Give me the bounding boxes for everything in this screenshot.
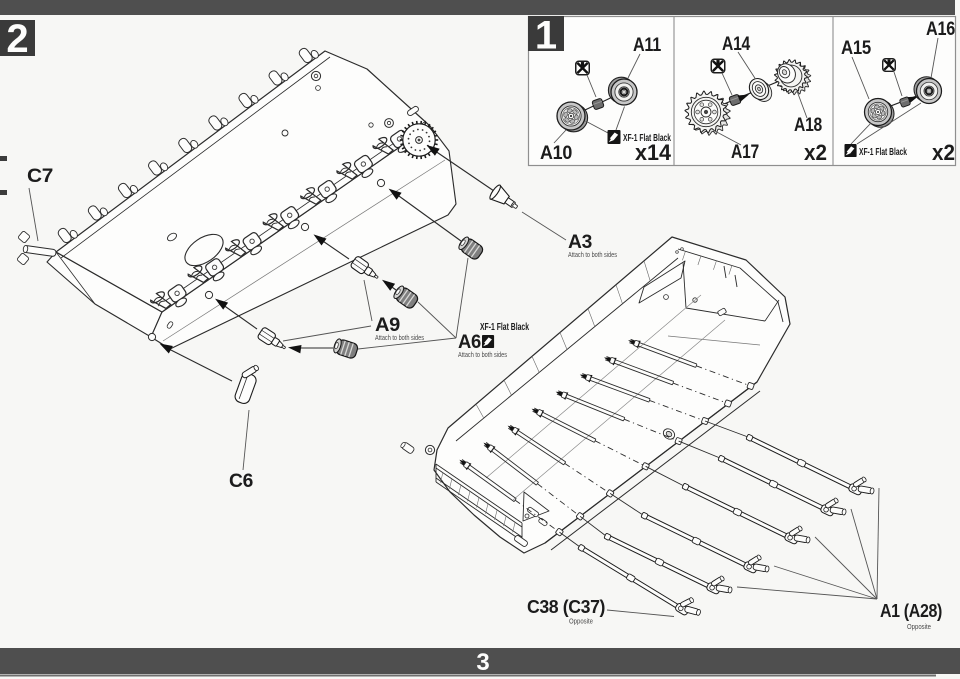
paint-label-3: XF-1 Flat Black [859, 147, 907, 158]
note-A9: Attach to both sides [375, 333, 424, 342]
no-cement-icon [710, 58, 726, 74]
paint-icon [844, 144, 857, 158]
label-C6: C6 [229, 470, 253, 492]
paint-icon [607, 130, 621, 144]
step1-panel-sprocket-x2: A14 A17 A18 x2 [684, 33, 827, 165]
label-A16: A16 [926, 18, 955, 40]
upper-hull-drawing: C7 A3 Attach to both sides A9 Attach to … [17, 42, 617, 492]
bottom-bar [0, 648, 960, 674]
step2-badge: 2 [0, 17, 35, 61]
part-C6 [159, 343, 259, 471]
step1-badge [528, 16, 564, 51]
edge-tick [0, 190, 7, 195]
part-C7 [17, 187, 57, 265]
top-bar [0, 0, 955, 15]
label-A10: A10 [540, 142, 572, 164]
label-C38: C38 (C37) [527, 597, 605, 617]
page-number: 3 [476, 649, 489, 676]
note-A3: Attach to both sides [568, 250, 617, 259]
no-cement-icon [881, 57, 897, 73]
part-A6-roller-3 [458, 236, 484, 260]
label-C7: C7 [27, 165, 53, 187]
wheel-A18 [774, 59, 812, 96]
no-cement-icon [574, 60, 591, 76]
paint-label-A6: XF-1 Flat Black [480, 322, 529, 333]
label-A14: A14 [722, 33, 750, 55]
part-A6-roller-2 [393, 285, 419, 309]
step2-number: 2 [6, 17, 28, 61]
qty-x2-idler: x2 [932, 140, 955, 165]
part-A6-roller-1 [333, 338, 359, 359]
part-A9-1 [257, 327, 286, 350]
part-torsion-bar-2 [602, 521, 738, 601]
paint-label-1: XF-1 Flat Black [623, 133, 671, 144]
note-A1: Opposite [907, 622, 931, 631]
final-drive-disc [399, 120, 439, 160]
label-A11: A11 [633, 34, 661, 56]
edge-tick [0, 156, 7, 161]
part-A3 [426, 145, 518, 209]
label-A17: A17 [731, 141, 759, 163]
part-torsion-bar-6 [744, 422, 880, 502]
step1-panel-roadwheel-x14: A11 A10 XF-1 Flat Black x14 [540, 34, 671, 165]
part-torsion-bar-4 [680, 471, 816, 551]
label-A18: A18 [794, 114, 822, 136]
part-A9-2 [350, 256, 379, 279]
label-A3: A3 [568, 231, 592, 253]
step1-box: 1 A11 A10 XF-1 Flat Black x14 A14 A17 A1… [527, 14, 957, 167]
lower-hull-drawing: C38 (C37) Opposite A1 (A28) Opposite [400, 236, 943, 631]
hub-A14 [748, 77, 773, 102]
label-A1: A1 (A28) [880, 601, 942, 621]
label-A6: A6 [458, 331, 481, 353]
paint-icon [482, 335, 495, 349]
qty-x14: x14 [635, 140, 671, 165]
label-A9: A9 [375, 314, 400, 336]
note-C38: Opposite [569, 617, 593, 626]
note-A6: Attach to both sides [458, 350, 507, 359]
label-A15: A15 [841, 37, 871, 59]
wheel-A17 [684, 90, 731, 136]
qty-x2-sprocket: x2 [804, 140, 827, 165]
part-torsion-bar-3 [639, 500, 775, 580]
step1-number: 1 [535, 14, 557, 58]
step1-panel-idler-x2: A15 A16 XF-1 Flat Black x2 [841, 18, 956, 165]
